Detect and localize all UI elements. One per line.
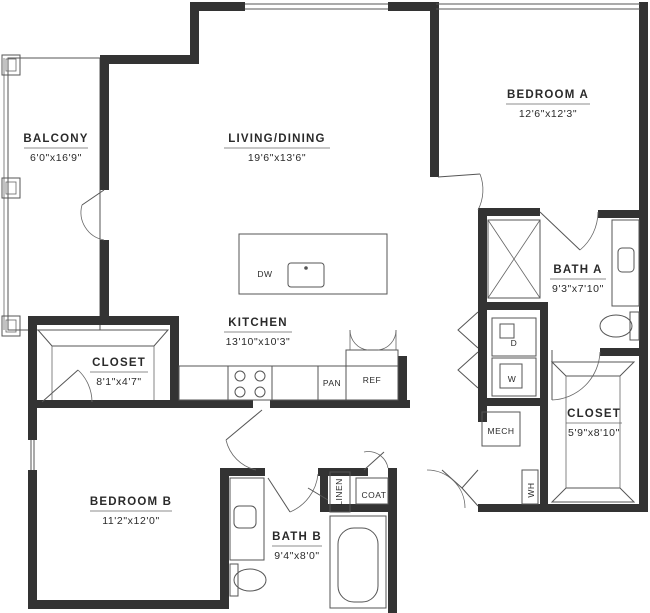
dryer-label: D [511, 338, 518, 348]
refrigerator-label: REF [363, 375, 382, 385]
doors [41, 173, 601, 513]
room-label-living: LIVING/DINING 19'6"x13'6" [224, 133, 330, 164]
room-label-closet-left: CLOSET 8'1"x4'7" [90, 357, 148, 388]
linen-label: LINEN [334, 478, 344, 506]
kitchen-fixtures [178, 233, 399, 401]
bath-b-fixtures [229, 471, 389, 609]
room-dims-closet-right: 5'9"x8'10" [568, 427, 620, 439]
room-dims-closet-left: 8'1"x4'7" [96, 376, 141, 388]
room-dims-living: 19'6"x13'6" [248, 152, 306, 164]
laundry-fixtures [481, 317, 636, 505]
room-name-balcony: BALCONY [23, 133, 88, 145]
room-label-balcony: BALCONY 6'0"x16'9" [23, 133, 88, 164]
room-label-bedroom-a: BEDROOM A 12'6"x12'3" [506, 89, 590, 120]
room-name-bedroom-a: BEDROOM A [507, 89, 589, 101]
coat-label: COAT [362, 490, 387, 500]
dishwasher-label: DW [257, 269, 272, 279]
room-dims-bedroom-a: 12'6"x12'3" [519, 108, 577, 120]
washer-label: W [508, 374, 517, 384]
room-dims-bath-b: 9'4"x8'0" [274, 550, 319, 562]
room-name-kitchen: KITCHEN [228, 317, 288, 329]
room-label-bedroom-b: BEDROOM B 11'2"x12'0" [90, 496, 172, 527]
room-name-bath-b: BATH B [272, 531, 322, 543]
room-name-living: LIVING/DINING [228, 133, 325, 145]
balcony-area [1, 54, 101, 337]
room-dims-kitchen: 13'10"x10'3" [226, 336, 291, 348]
water-heater-label: WH [526, 482, 536, 497]
room-dims-balcony: 6'0"x16'9" [30, 152, 82, 164]
room-dims-bedroom-b: 11'2"x12'0" [102, 515, 160, 527]
room-dims-bath-a: 9'3"x7'10" [552, 283, 604, 295]
room-name-bedroom-b: BEDROOM B [90, 496, 172, 508]
room-label-bath-b: BATH B 9'4"x8'0" [272, 531, 322, 562]
mech-label: MECH [487, 426, 514, 436]
windows [30, 3, 640, 470]
room-name-closet-left: CLOSET [92, 357, 146, 369]
room-name-bath-a: BATH A [553, 264, 602, 276]
room-label-kitchen: KITCHEN 13'10"x10'3" [224, 317, 292, 348]
bath-a-fixtures [487, 219, 640, 341]
pantry-label: PAN [323, 378, 341, 388]
room-name-closet-right: CLOSET [567, 408, 621, 420]
closet-left-fixtures [36, 329, 170, 400]
walls [28, 2, 648, 613]
room-label-closet-right: CLOSET 5'9"x8'10" [566, 408, 622, 439]
room-label-bath-a: BATH A 9'3"x7'10" [550, 264, 606, 295]
